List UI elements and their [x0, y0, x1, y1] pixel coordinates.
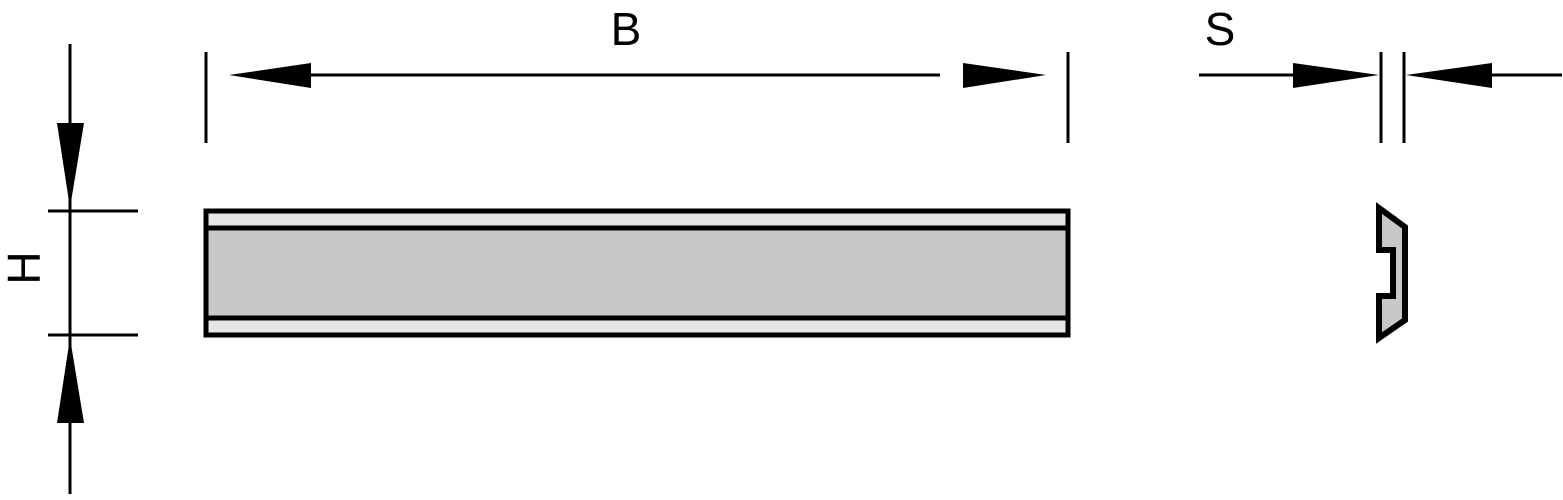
- width-dimension: B: [204, 3, 1070, 143]
- height-label: H: [0, 251, 50, 284]
- thickness-dimension: S: [1199, 3, 1562, 143]
- arrow-right-icon: [963, 63, 1046, 88]
- width-label: B: [611, 3, 642, 55]
- arrow-down-icon: [57, 123, 84, 208]
- blade-profile-section: [1376, 202, 1408, 344]
- blade-front-view: [203, 208, 1071, 338]
- height-dimension: H: [0, 44, 138, 494]
- arrow-right-icon: [1293, 63, 1379, 88]
- arrow-left-icon: [1406, 63, 1492, 88]
- arrow-left-icon: [229, 63, 311, 88]
- arrow-up-icon: [57, 338, 84, 423]
- blade-body: [203, 225, 1071, 321]
- thickness-label: S: [1205, 3, 1236, 55]
